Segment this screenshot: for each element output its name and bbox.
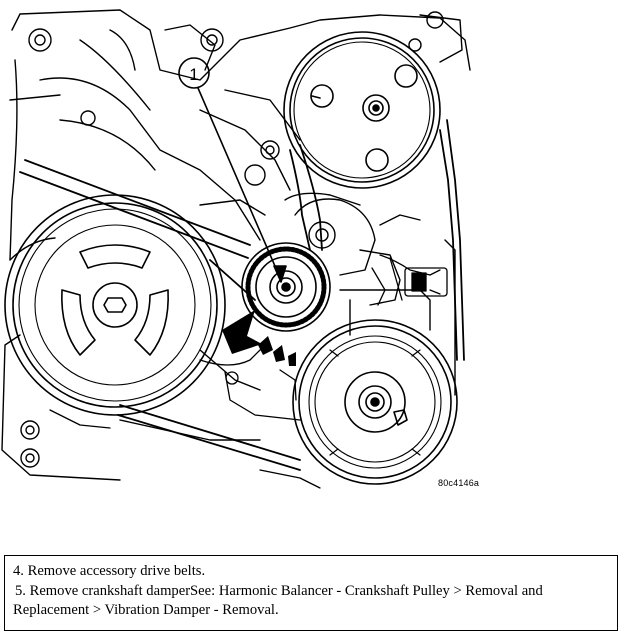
rotation-arrow	[222, 310, 296, 366]
step-5-text: 5. Remove crankshaft damperSee: Harmonic…	[13, 582, 543, 619]
accessory-drive-belt	[19, 119, 465, 471]
belt-tensioner-pulley	[241, 242, 331, 332]
engine-block-outline	[1, 9, 471, 481]
tensioner-bracket	[294, 198, 401, 306]
ac-compressor-pulley	[292, 319, 458, 485]
callout-number-1: 1	[189, 65, 198, 84]
sensor-connector	[371, 254, 448, 306]
step-4-text: 4. Remove accessory drive belts.	[13, 563, 206, 579]
belt-routing-illustration: 1 80c4146a	[1, 9, 480, 489]
power-steering-pulley	[283, 31, 441, 189]
engine-line-drawing: 1	[1, 9, 471, 489]
lower-engine-details	[49, 344, 321, 489]
figure-reference-code: 80c4146a	[438, 478, 480, 488]
bolt-heads	[20, 11, 444, 468]
callout-leader	[178, 57, 287, 283]
procedure-steps-box: 4. Remove accessory drive belts. 5. Remo…	[4, 555, 618, 631]
crankshaft-damper	[4, 194, 226, 416]
